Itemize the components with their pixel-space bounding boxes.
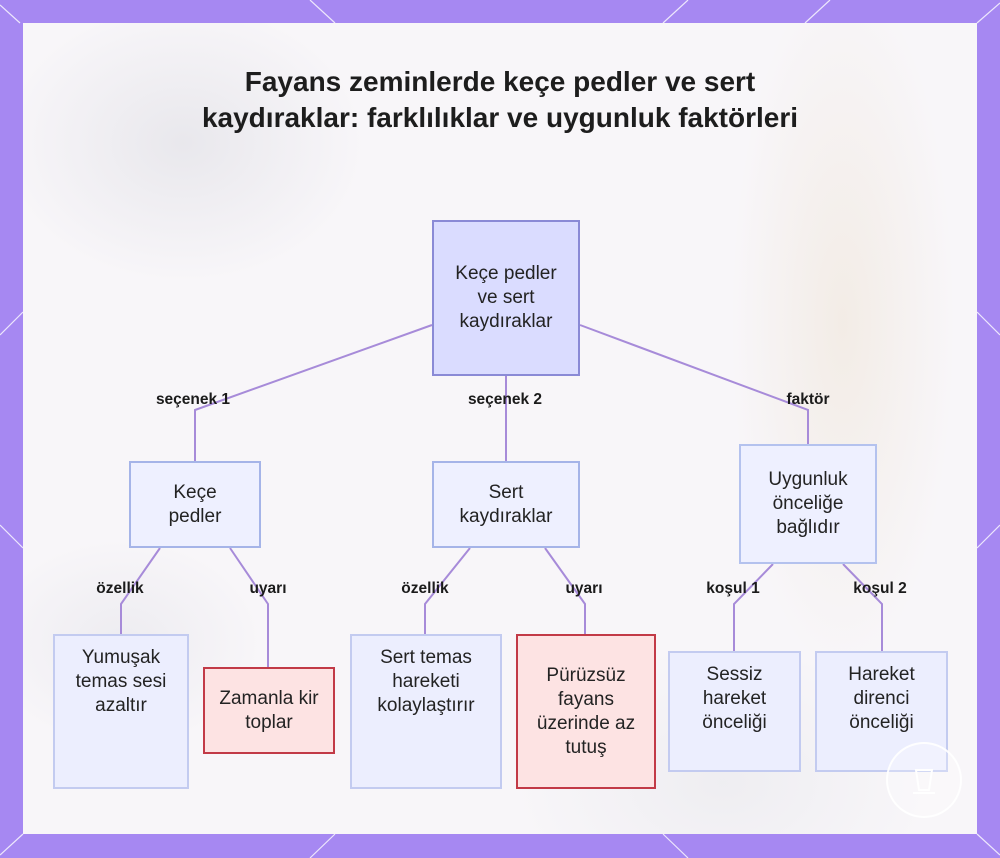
node-hard-warning: Pürüzsüz fayans üzerinde az tutuş [516, 634, 656, 789]
node-hard-feature: Sert temas hareketi kolaylaştırır [350, 634, 502, 789]
node-felt-pads: Keçe pedler [129, 461, 261, 548]
node-quiet-priority-label: Sessiz hareket önceliği [702, 664, 767, 733]
node-hard-warning-label: Pürüzsüz fayans üzerinde az tutuş [536, 664, 636, 758]
edge-label-option2: seçenek 2 [467, 391, 543, 408]
edge-label-warning-a: uyarı [249, 580, 287, 597]
edge-hard-warning [544, 547, 586, 634]
node-priority: Uygunluk önceliğe bağlıdır [739, 444, 877, 564]
node-root: Keçe pedler ve sert kaydıraklar [432, 220, 580, 376]
edge-label-warning-b: uyarı [565, 580, 603, 597]
node-felt-feature-label: Yumuşak temas sesi azaltır [75, 647, 167, 716]
node-priority-label: Uygunluk önceliğe bağlıdır [768, 469, 848, 538]
edge-priority-quiet [733, 563, 774, 651]
edge-hard-feature [424, 547, 471, 634]
page-title: Fayans zeminlerde keçe pedler ve sert ka… [201, 66, 799, 133]
node-hard-sliders-label: Sert kaydıraklar [459, 481, 553, 527]
node-felt-warning-label: Zamanla kir toplar [219, 687, 319, 733]
node-resistance-priority-label: Hareket direnci önceliği [848, 664, 915, 733]
edge-label-factor: faktör [786, 391, 830, 408]
edge-label-feature-b: özellik [401, 580, 449, 597]
node-felt-pads-label: Keçe pedler [168, 481, 222, 527]
cup-icon [886, 742, 962, 818]
edge-label-condition1: koşul 1 [706, 580, 760, 597]
node-root-label: Keçe pedler ve sert kaydıraklar [455, 263, 557, 332]
node-quiet-priority: Sessiz hareket önceliği [668, 651, 801, 772]
node-felt-warning: Zamanla kir toplar [203, 667, 335, 754]
edge-root-priority [579, 324, 809, 444]
node-hard-feature-label: Sert temas hareketi kolaylaştırır [377, 647, 475, 716]
edge-priority-resistance [842, 563, 883, 651]
node-hard-sliders: Sert kaydıraklar [432, 461, 580, 548]
edge-label-condition2: koşul 2 [853, 580, 907, 597]
node-felt-feature: Yumuşak temas sesi azaltır [53, 634, 189, 789]
edge-label-option1: seçenek 1 [155, 391, 231, 408]
edge-root-felt [194, 324, 433, 461]
edge-felt-warning [229, 547, 269, 667]
edge-label-feature-a: özellik [96, 580, 144, 597]
edge-felt-feature [120, 547, 161, 634]
